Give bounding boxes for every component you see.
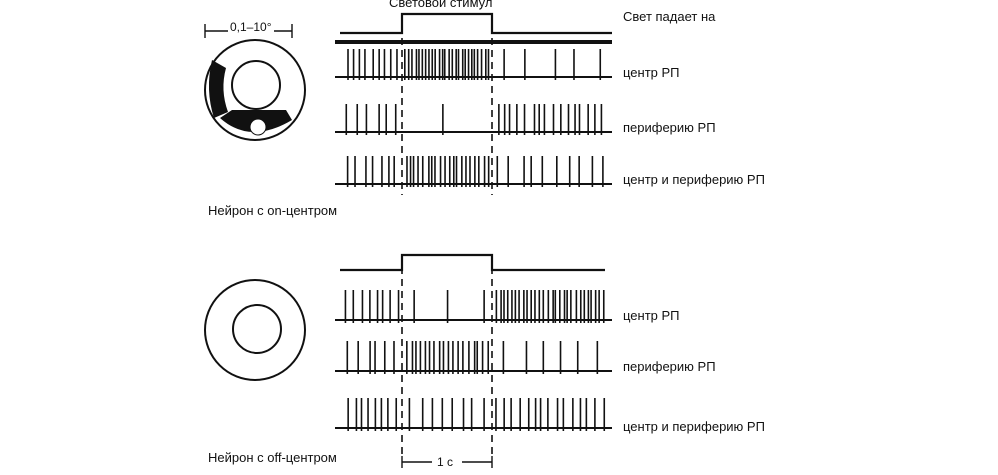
off-row-1-label: центр РП xyxy=(623,308,680,323)
field-size-label: 0,1–10° xyxy=(228,20,274,34)
stimulus-label: Световой стимул xyxy=(389,0,493,10)
time-scale-bar xyxy=(401,456,493,468)
off-field-center xyxy=(232,304,282,354)
off-row-3-label: центр и периферию РП xyxy=(623,419,765,434)
off-row-2-label: периферию РП xyxy=(623,359,716,374)
on-field-dark-surround-left xyxy=(208,60,228,118)
time-scale-label: 1 с xyxy=(437,455,454,469)
off-stimulus-trace xyxy=(340,253,605,272)
light-falls-on-label: Свет падает на xyxy=(623,9,716,24)
on-center-receptive-field xyxy=(204,39,306,141)
on-stimulus-trace xyxy=(340,12,612,35)
on-field-center xyxy=(231,60,281,110)
off-center-receptive-field xyxy=(204,279,306,381)
off-neuron-label: Нейрон с off-центром xyxy=(208,450,337,465)
spike-rows xyxy=(335,49,612,431)
on-row-3-label: центр и периферию РП xyxy=(623,172,765,187)
on-neuron-label: Нейрон с on-центром xyxy=(208,203,338,218)
on-field-light-spot xyxy=(249,118,267,136)
on-row-2-label: периферию РП xyxy=(623,120,716,135)
on-row-1-label: центр РП xyxy=(623,65,680,80)
stimulus-markers xyxy=(401,14,493,455)
